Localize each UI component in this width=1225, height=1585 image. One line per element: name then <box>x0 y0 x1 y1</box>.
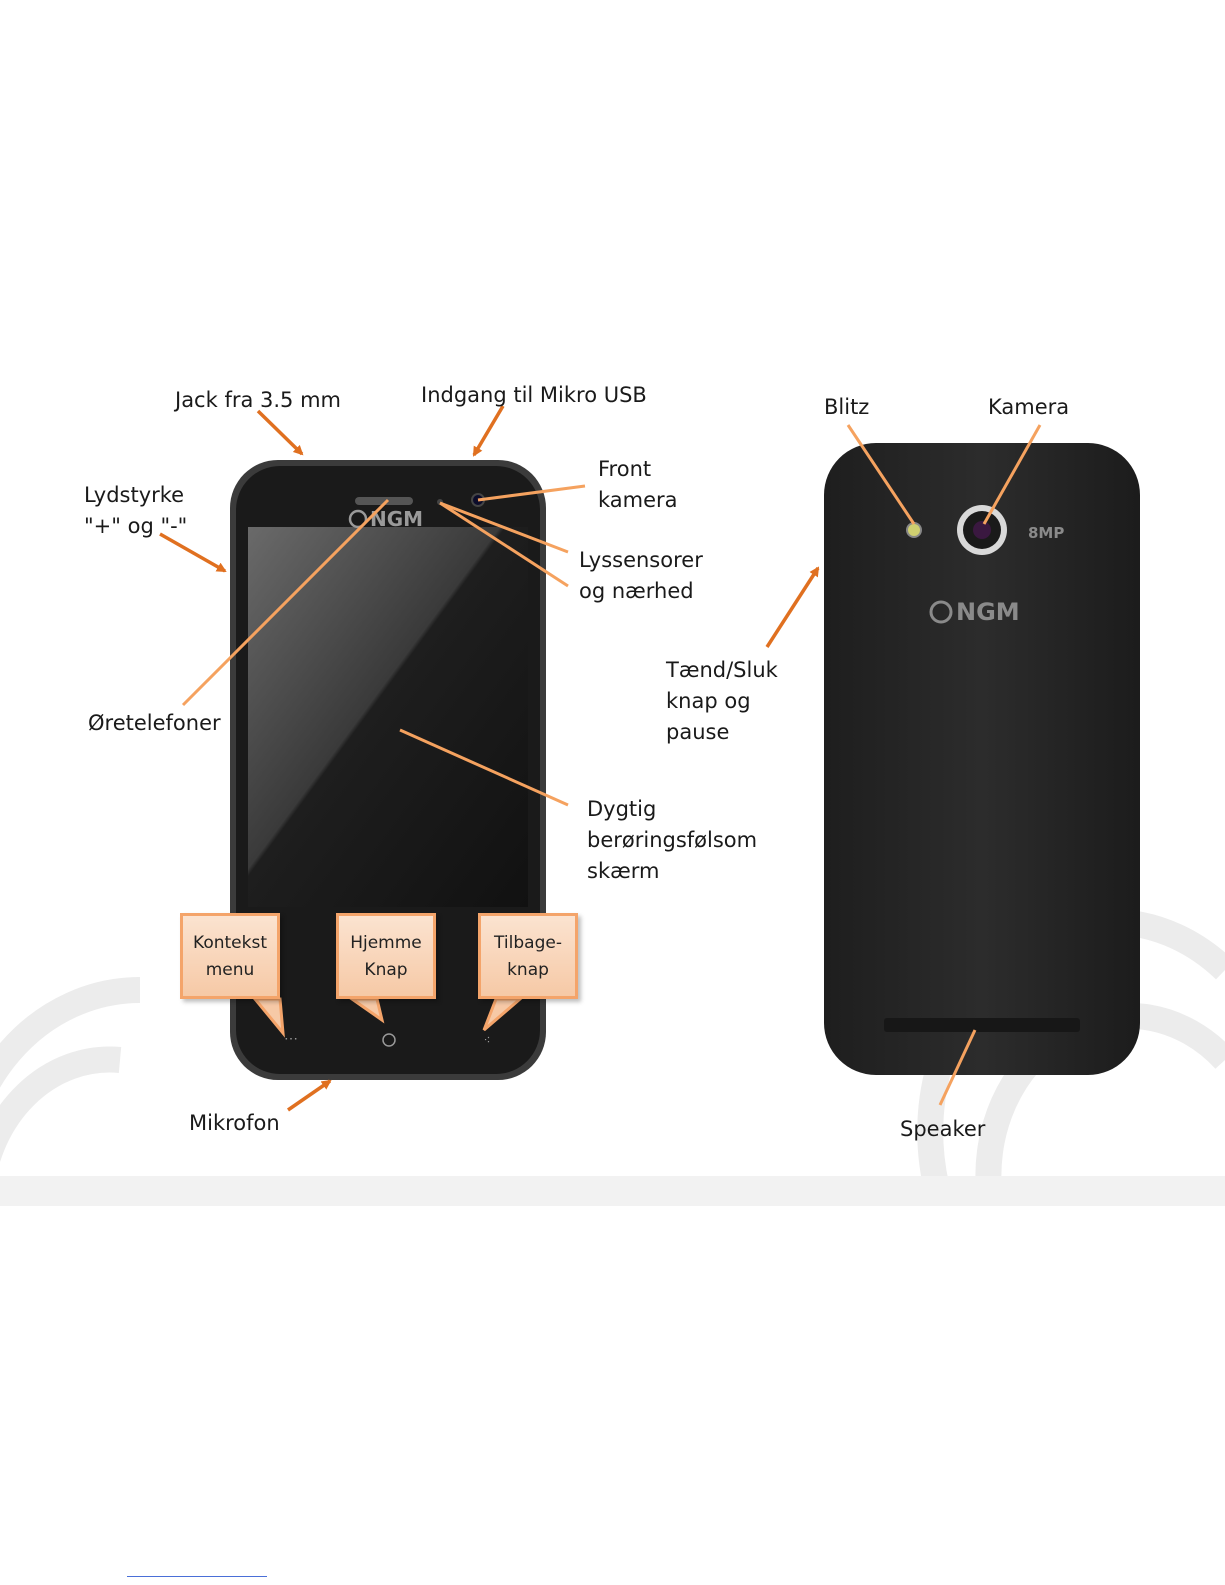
bottom-band <box>0 1176 1225 1206</box>
label-volume-line1: Lydstyrke <box>84 480 187 511</box>
power-arrow <box>767 568 818 647</box>
label-screen: Dygtig berøringsfølsom skærm <box>587 794 757 887</box>
label-front-camera-line1: Front <box>598 454 678 485</box>
callout-home-key: Hjemme Knap <box>336 913 436 999</box>
menu-key-icon: ⋯ <box>284 1030 298 1046</box>
speaker-grille <box>884 1018 1080 1032</box>
usb-arrow <box>474 406 503 455</box>
label-light-sensor-line1: Lyssensorer <box>579 545 703 576</box>
callout-context-menu: Kontekst menu <box>180 913 280 999</box>
jack-arrow <box>258 411 302 454</box>
label-jack: Jack fra 3.5 mm <box>175 385 341 416</box>
label-power-line1: Tænd/Sluk <box>666 655 778 686</box>
callout-context-line2: menu <box>183 957 277 984</box>
label-front-camera-line2: kamera <box>598 485 678 516</box>
label-power-line3: pause <box>666 717 778 748</box>
label-screen-line2: berøringsfølsom <box>587 825 757 856</box>
callout-context-line1: Kontekst <box>183 930 277 957</box>
label-flash: Blitz <box>824 392 869 423</box>
label-front-camera: Front kamera <box>598 454 678 516</box>
label-volume: Lydstyrke "+" og "-" <box>84 480 187 542</box>
back-brand-logo: NGM <box>956 598 1020 626</box>
back-phone: 8MP NGM <box>824 443 1140 1075</box>
label-light-sensor: Lyssensorer og nærhed <box>579 545 703 607</box>
label-power: Tænd/Sluk knap og pause <box>666 655 778 748</box>
megapixel-mark: 8MP <box>1028 524 1064 542</box>
rear-camera-lens <box>973 521 991 539</box>
callout-home-line1: Hjemme <box>339 930 433 957</box>
callout-back-line1: Tilbage- <box>481 930 575 957</box>
label-speaker: Speaker <box>900 1114 985 1145</box>
label-screen-line3: skærm <box>587 856 757 887</box>
label-mic: Mikrofon <box>189 1108 280 1139</box>
label-screen-line1: Dygtig <box>587 794 757 825</box>
flash-led <box>907 523 921 537</box>
label-camera: Kamera <box>988 392 1069 423</box>
callout-back-line2: knap <box>481 957 575 984</box>
label-light-sensor-line2: og nærhed <box>579 576 703 607</box>
label-usb: Indgang til Mikro USB <box>421 380 647 411</box>
back-key-icon: ⁖ <box>483 1033 490 1047</box>
label-power-line2: knap og <box>666 686 778 717</box>
label-volume-line2: "+" og "-" <box>84 511 187 542</box>
label-earpiece: Øretelefoner <box>88 708 221 739</box>
mic-arrow <box>288 1081 330 1110</box>
callout-home-line2: Knap <box>339 957 433 984</box>
callout-back-key: Tilbage- knap <box>478 913 578 999</box>
footer-rule <box>127 1576 267 1577</box>
